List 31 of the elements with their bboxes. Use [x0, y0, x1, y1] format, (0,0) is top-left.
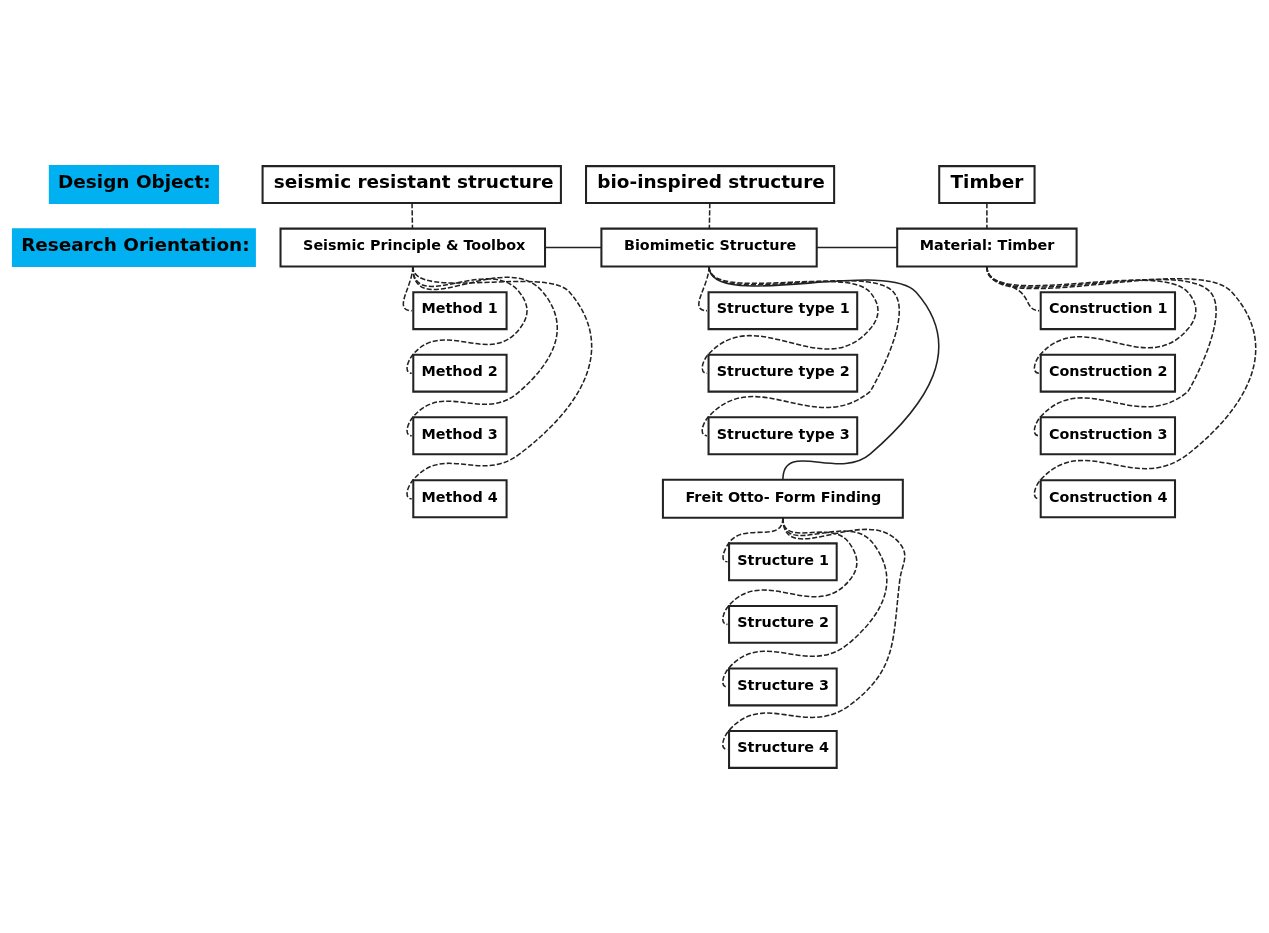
connector — [986, 201, 988, 229]
node-box: Freit Otto- Form Finding — [661, 478, 904, 519]
node-box: Research Orientation: — [11, 227, 256, 267]
node-box: Structure type 3 — [707, 415, 859, 455]
node-box: Construction 4 — [1039, 478, 1177, 518]
node-box: Structure 4 — [728, 729, 838, 769]
node-box: Method 1 — [412, 290, 508, 330]
node-box: Method 3 — [412, 415, 508, 455]
connector — [708, 201, 711, 229]
node-box: Biomimetic Structure — [600, 227, 818, 268]
connector — [816, 246, 898, 248]
node-box: Structure 2 — [728, 604, 838, 644]
node-box: Construction 2 — [1039, 353, 1177, 393]
node-box: Structure type 1 — [707, 290, 859, 330]
connector — [701, 265, 900, 436]
node-box: bio-inspired structure — [585, 164, 836, 204]
node-box: Design Object: — [48, 164, 219, 204]
node-box: Method 4 — [412, 478, 508, 518]
node-box: Material: Timber — [896, 227, 1078, 268]
connector — [544, 246, 603, 248]
node-box: Method 2 — [412, 353, 508, 393]
node-box: Seismic Principle & Toolbox — [279, 227, 547, 268]
node-box: Construction 1 — [1039, 290, 1177, 330]
node-box: Structure 1 — [728, 541, 838, 581]
node-box: Construction 3 — [1039, 415, 1177, 455]
node-box: Structure 3 — [728, 666, 838, 706]
node-box: Structure type 2 — [707, 353, 859, 393]
connector — [722, 516, 906, 750]
connector — [411, 201, 414, 229]
node-box: seismic resistant structure — [261, 164, 562, 204]
node-box: Timber — [938, 164, 1036, 204]
